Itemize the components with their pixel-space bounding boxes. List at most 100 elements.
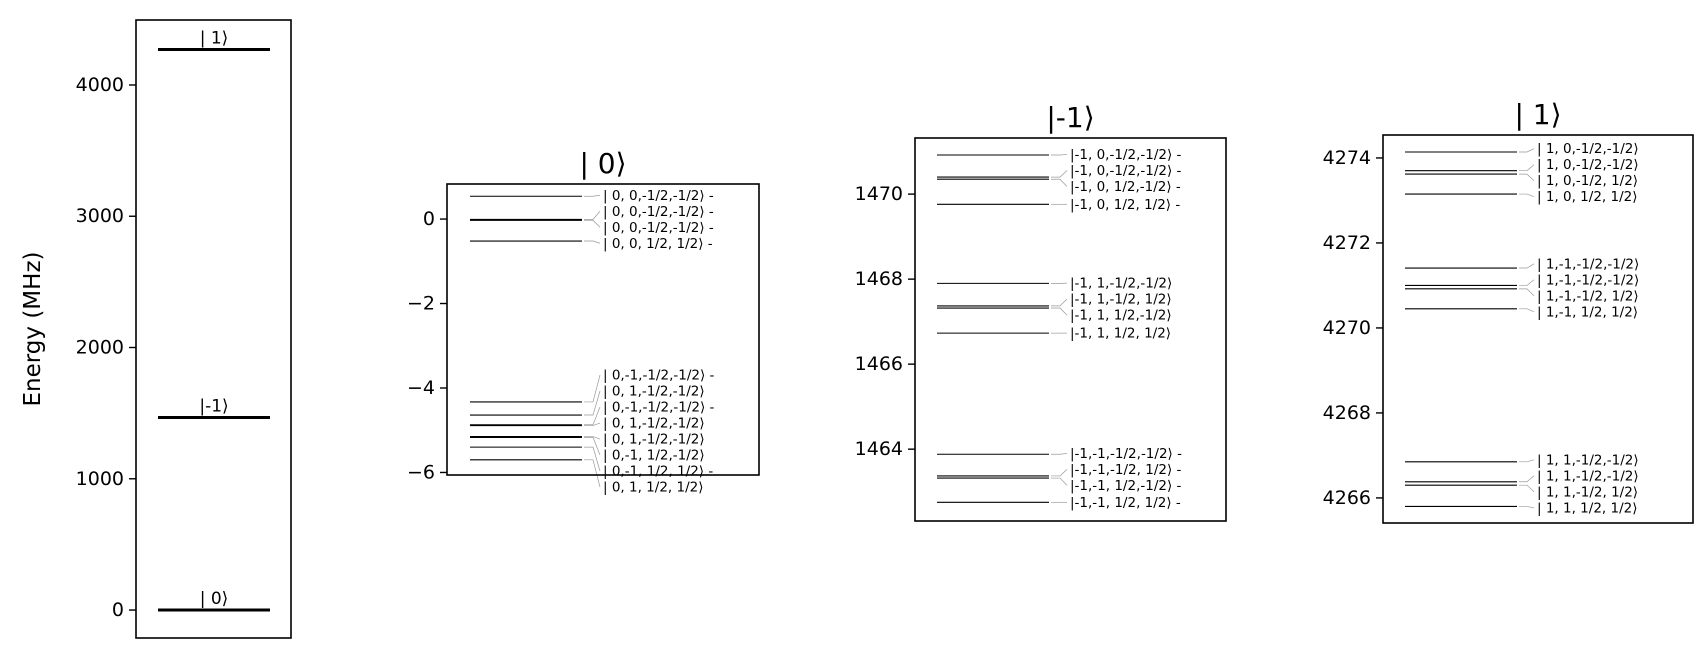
- panel-3: | 1, 0,-1/2,-1/2⟩| 1, 0,-1/2,-1/2⟩| 1, 0…: [1323, 98, 1694, 524]
- energy-level-label: | 1, 0,-1/2,-1/2⟩: [1537, 141, 1639, 157]
- energy-level-label: | 1, 0,-1/2,-1/2⟩: [1537, 157, 1639, 173]
- energy-level-label: | 1⟩: [200, 29, 229, 49]
- label-leader-line: [584, 422, 601, 426]
- y-tick-label: 0: [423, 208, 435, 230]
- panel-1: | 0, 0,-1/2,-1/2⟩ -| 0, 0,-1/2,-1/2⟩ -| …: [407, 147, 760, 496]
- y-tick-label: 4268: [1323, 402, 1371, 424]
- label-leader-line: [584, 211, 601, 220]
- y-tick-label: 1000: [76, 468, 124, 490]
- energy-level-label: | 1, 0,-1/2, 1/2⟩: [1537, 173, 1638, 189]
- energy-level-label: | 0, 0,-1/2,-1/2⟩ -: [603, 204, 714, 220]
- label-leader-line: [1519, 164, 1535, 172]
- energy-level-label: |-1, 1,-1/2, 1/2⟩: [1070, 292, 1172, 308]
- energy-level-label: |-1,-1,-1/2, 1/2⟩ -: [1070, 462, 1182, 478]
- label-leader-line: [584, 406, 601, 426]
- label-leader-line: [584, 459, 601, 488]
- label-leader-line: [1519, 193, 1535, 198]
- label-leader-line: [584, 436, 601, 440]
- y-tick-label: 4270: [1323, 317, 1371, 339]
- energy-level-label: | 0,-1,-1/2,-1/2⟩ -: [603, 400, 715, 416]
- axes-frame: [135, 19, 292, 639]
- label-leader-line: [584, 446, 601, 472]
- energy-level-label: |-1,-1, 1/2, 1/2⟩ -: [1070, 495, 1181, 511]
- label-leader-line: [1519, 263, 1535, 269]
- label-leader-line: [1051, 477, 1068, 486]
- energy-level-label: |-1, 1, 1/2,-1/2⟩: [1070, 308, 1172, 324]
- label-leader-line: [1051, 469, 1068, 477]
- y-tick-label: 1468: [855, 268, 903, 290]
- energy-level-label: | 0,-1, 1/2, 1/2⟩ -: [603, 464, 713, 480]
- energy-level-label: | 0, 1,-1/2,-1/2⟩: [603, 432, 705, 448]
- energy-level-label: |-1, 0,-1/2,-1/2⟩ -: [1070, 147, 1182, 163]
- label-leader-line: [1519, 173, 1535, 181]
- y-tick-label: 1464: [855, 438, 903, 460]
- label-leader-line: [584, 194, 601, 197]
- label-leader-line: [1519, 148, 1535, 153]
- energy-level-label: | 0⟩: [200, 589, 229, 609]
- axes-frame: [914, 137, 1227, 522]
- energy-level-label: | 1, 1,-1/2, 1/2⟩: [1537, 484, 1638, 500]
- energy-level-label: |-1,-1, 1/2,-1/2⟩ -: [1070, 478, 1182, 494]
- y-tick-label: 4000: [76, 74, 124, 96]
- label-leader-line: [1519, 459, 1535, 463]
- panel-title: | 1⟩: [1514, 98, 1561, 131]
- energy-level-label: | 0, 0,-1/2,-1/2⟩ -: [603, 188, 714, 204]
- label-leader-line: [584, 437, 601, 456]
- energy-level-label: | 0,-1, 1/2,-1/2⟩: [603, 448, 705, 464]
- energy-level-label: | 1, 1,-1/2,-1/2⟩: [1537, 468, 1639, 484]
- y-tick-label: −6: [407, 461, 435, 483]
- panel-title: | 0⟩: [579, 147, 626, 180]
- energy-level-label: | 1, 0, 1/2, 1/2⟩: [1537, 189, 1638, 205]
- energy-level-label: | 1, 1, 1/2, 1/2⟩: [1537, 500, 1638, 516]
- label-leader-line: [1051, 307, 1068, 316]
- panel-title: |-1⟩: [1046, 101, 1094, 134]
- energy-level-label: |-1⟩: [199, 396, 228, 416]
- energy-level-label: | 0, 0,-1/2,-1/2⟩ -: [603, 220, 714, 236]
- energy-level-label: | 1, 1,-1/2,-1/2⟩: [1537, 452, 1639, 468]
- axes-frame: [1382, 134, 1694, 524]
- label-leader-line: [584, 374, 601, 403]
- energy-level-label: | 0, 1,-1/2,-1/2⟩: [603, 416, 705, 432]
- energy-level-label: |-1, 0,-1/2,-1/2⟩ -: [1070, 163, 1182, 179]
- panel-2: |-1, 0,-1/2,-1/2⟩ -|-1, 0,-1/2,-1/2⟩ -|-…: [855, 101, 1227, 522]
- energy-level-label: | 1,-1,-1/2, 1/2⟩: [1537, 288, 1639, 304]
- y-tick-label: 4274: [1323, 147, 1371, 169]
- label-leader-line: [1519, 288, 1535, 297]
- label-leader-line: [1051, 170, 1068, 178]
- energy-level-label: | 0, 1,-1/2,-1/2⟩: [603, 384, 705, 400]
- y-tick-label: −4: [407, 377, 435, 399]
- energy-level-label: | 1,-1, 1/2, 1/2⟩: [1537, 304, 1638, 320]
- energy-level-label: |-1,-1,-1/2,-1/2⟩ -: [1070, 446, 1182, 462]
- label-leader-line: [1051, 178, 1068, 187]
- label-leader-line: [1051, 298, 1068, 307]
- energy-level-label: | 0, 0, 1/2, 1/2⟩ -: [603, 236, 713, 252]
- y-tick-label: 1466: [855, 353, 903, 375]
- energy-level-label: |-1, 1, 1/2, 1/2⟩: [1070, 326, 1171, 342]
- label-leader-line: [584, 219, 601, 228]
- label-leader-line: [1051, 453, 1068, 455]
- y-tick-label: 1470: [855, 183, 903, 205]
- y-tick-label: 4272: [1323, 232, 1371, 254]
- label-leader-line: [1519, 506, 1535, 509]
- label-leader-line: [584, 390, 601, 416]
- y-axis-label: Energy (MHz): [20, 252, 46, 407]
- axes-frame: [446, 183, 760, 476]
- energy-level-label: |-1, 1,-1/2,-1/2⟩: [1070, 276, 1172, 292]
- label-leader-line: [1519, 484, 1535, 493]
- label-leader-line: [1519, 308, 1535, 313]
- y-tick-label: 4266: [1323, 487, 1371, 509]
- y-tick-label: −2: [407, 293, 435, 315]
- energy-level-label: | 1,-1,-1/2,-1/2⟩: [1537, 272, 1639, 288]
- label-leader-line: [1051, 154, 1068, 156]
- energy-level-label: | 1,-1,-1/2,-1/2⟩: [1537, 256, 1639, 272]
- y-tick-label: 0: [112, 599, 124, 621]
- energy-level-label: |-1, 0, 1/2, 1/2⟩ -: [1070, 197, 1180, 213]
- energy-level-label: | 0,-1,-1/2,-1/2⟩ -: [603, 368, 715, 384]
- energy-level-label: | 0, 1, 1/2, 1/2⟩: [603, 480, 704, 496]
- y-tick-label: 2000: [76, 337, 124, 359]
- energy-level-label: |-1, 0, 1/2,-1/2⟩ -: [1070, 179, 1181, 195]
- label-leader-line: [584, 240, 601, 244]
- label-leader-line: [1519, 279, 1535, 286]
